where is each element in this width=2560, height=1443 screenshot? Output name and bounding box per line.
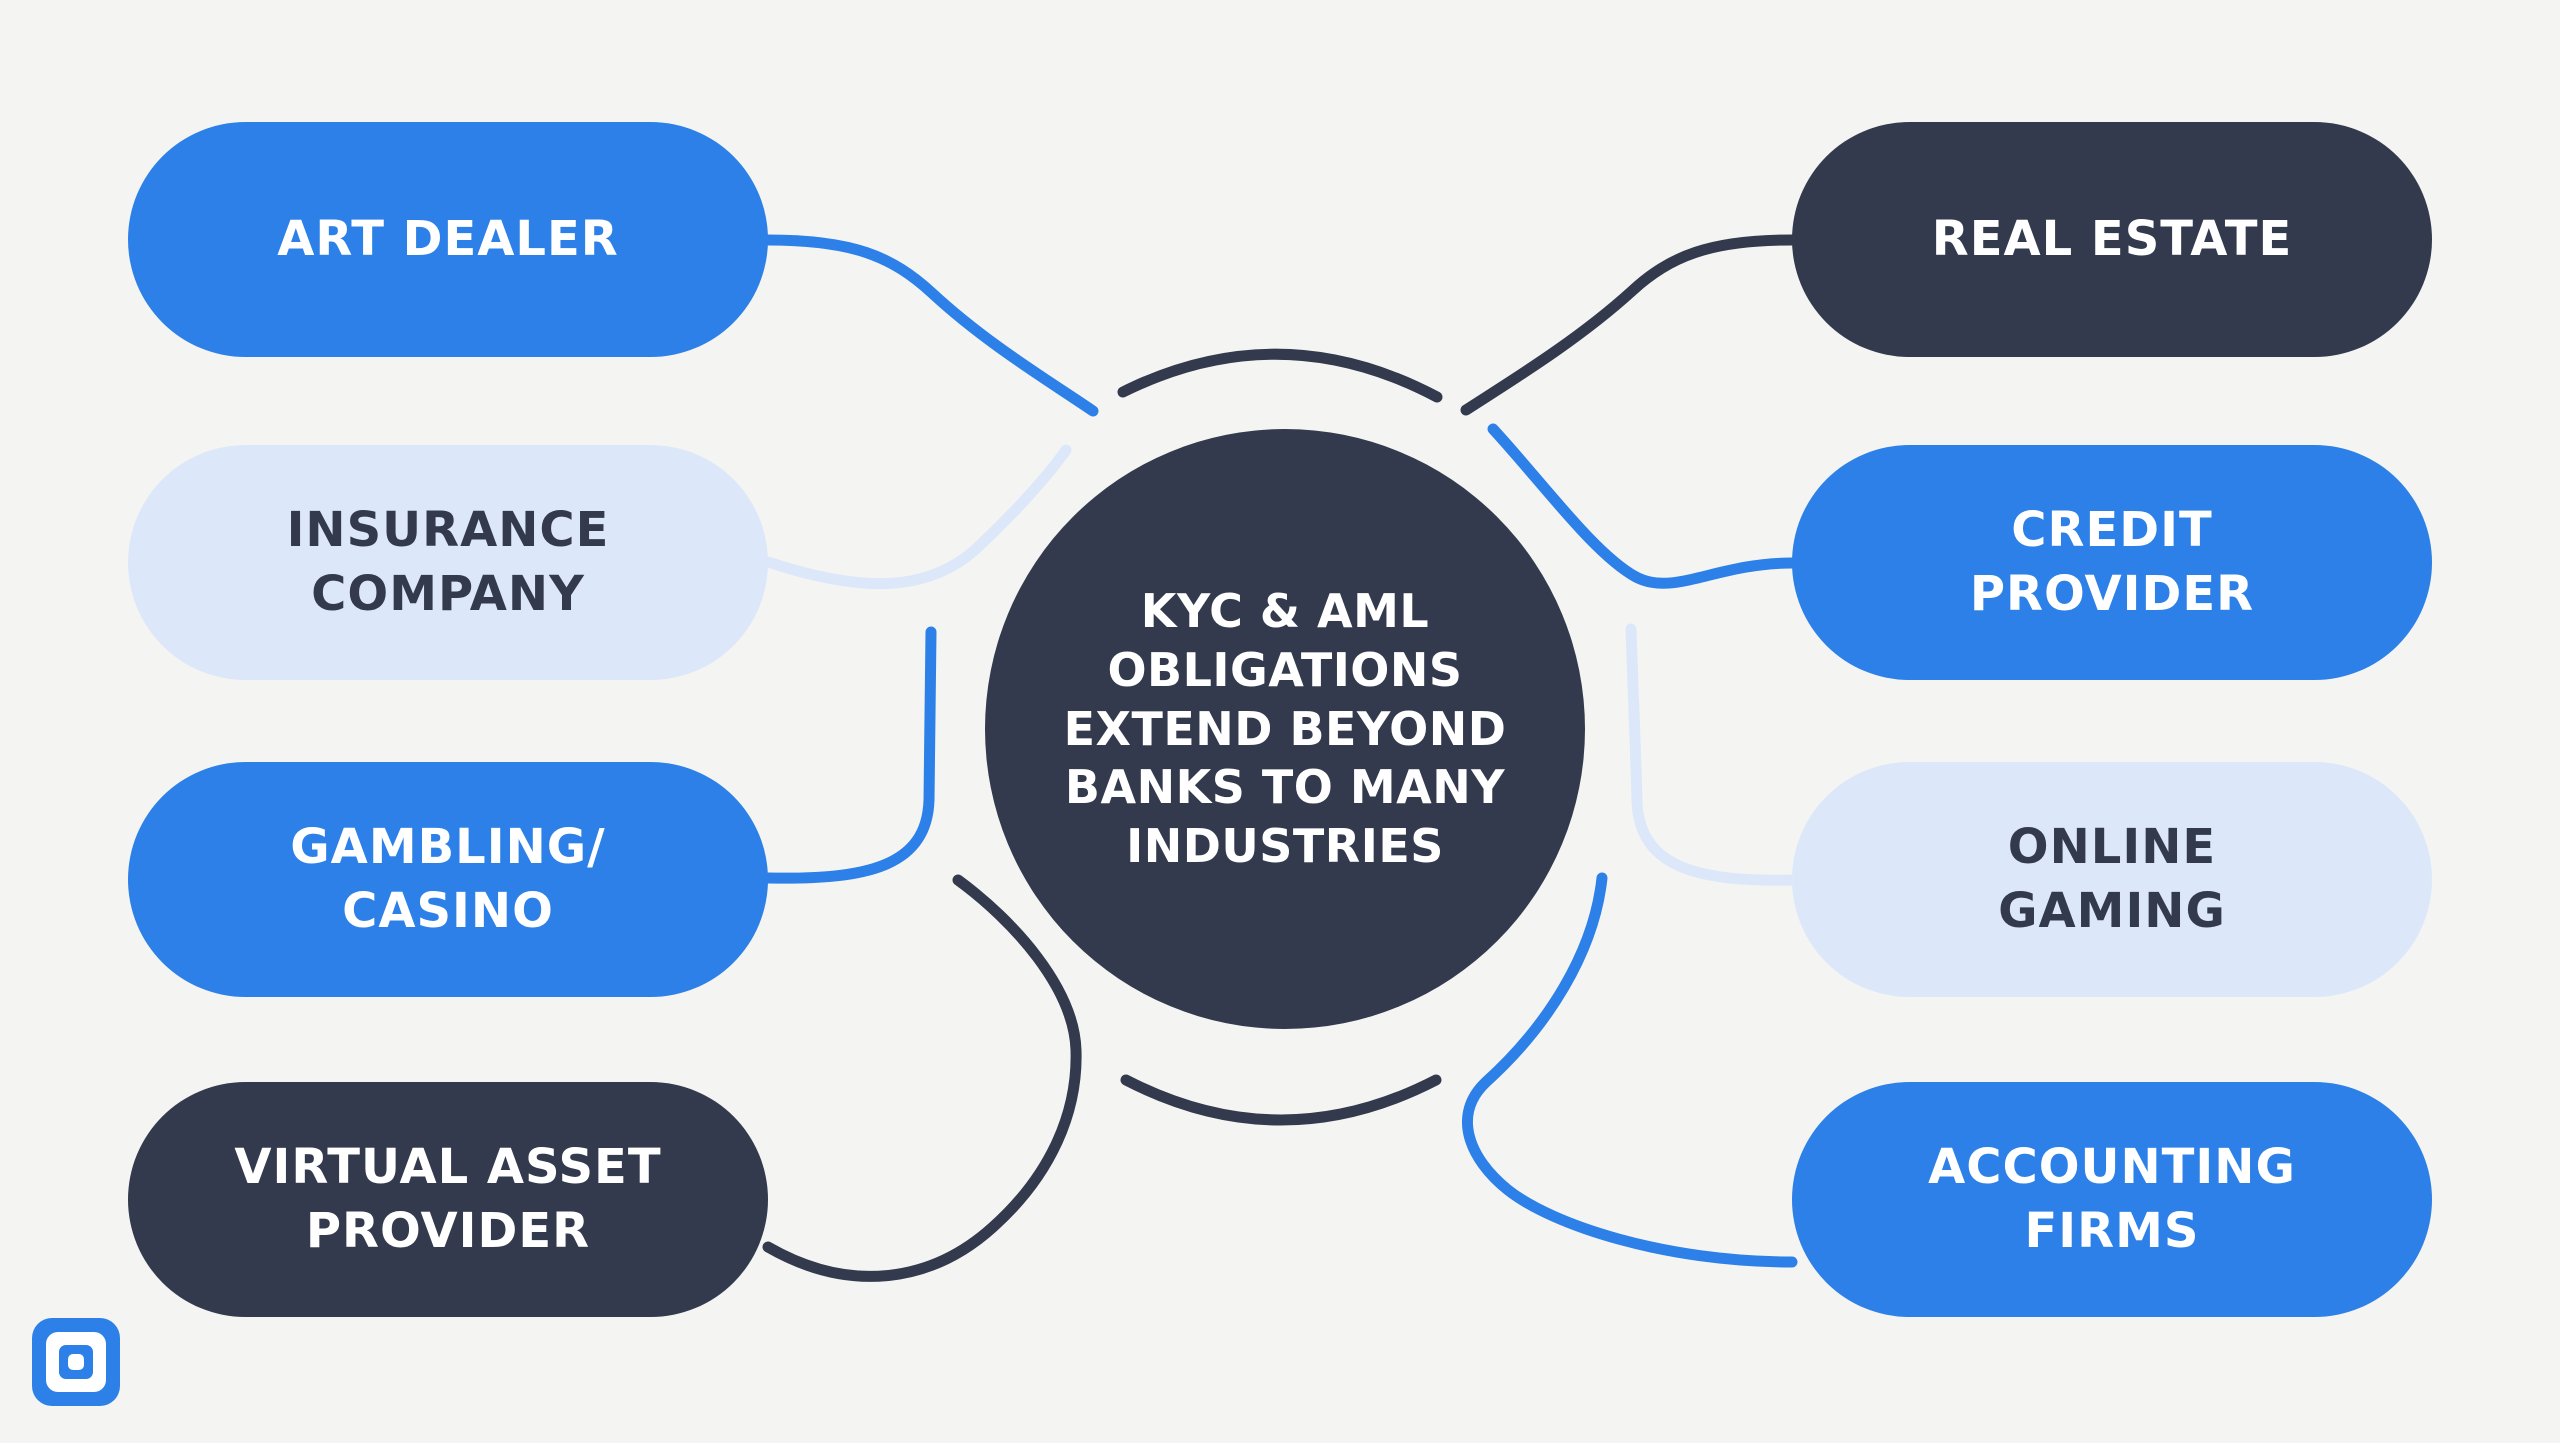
connector-real-estate — [1460, 234, 1798, 416]
node-label: VIRTUAL ASSET — [234, 1139, 662, 1196]
connector-credit-provider — [1487, 423, 1798, 589]
connector-accounting-firms — [1461, 872, 1798, 1268]
connector-online-gaming — [1625, 623, 1798, 886]
node-label: ONLINE — [2007, 819, 2217, 876]
node-label: FIRMS — [2024, 1202, 2200, 1259]
center-title-line: INDUSTRIES — [1126, 819, 1444, 874]
node-gambling-casino: GAMBLING/ CASINO — [128, 762, 768, 997]
node-accounting-firms: ACCOUNTING FIRMS — [1792, 1082, 2432, 1317]
node-label: REAL ESTATE — [1931, 210, 2293, 267]
node-art-dealer: ART DEALER — [128, 122, 768, 357]
center-title-line: EXTEND BEYOND — [1063, 701, 1507, 756]
connector-virtual-asset — [762, 874, 1082, 1282]
node-label: ACCOUNTING — [1928, 1139, 2296, 1196]
node-label: PROVIDER — [305, 1202, 591, 1259]
logo-inner-square — [59, 1345, 93, 1379]
node-label: ART DEALER — [277, 210, 619, 267]
node-virtual-asset-provider: VIRTUAL ASSET PROVIDER — [128, 1082, 768, 1317]
ring-arc-top — [1117, 348, 1443, 403]
node-label: INSURANCE — [286, 502, 610, 559]
center-title-line: BANKS TO MANY — [1064, 760, 1506, 815]
node-real-estate: REAL ESTATE — [1792, 122, 2432, 357]
logo-outer-ring — [46, 1332, 106, 1392]
node-label: COMPANY — [311, 565, 585, 622]
ring-arc-bottom — [1120, 1074, 1442, 1126]
node-label: GAMBLING/ — [290, 819, 606, 876]
connector-art-dealer — [762, 234, 1099, 417]
center-title-line: OBLIGATIONS — [1107, 642, 1463, 697]
connector-insurance-company — [762, 444, 1072, 590]
node-online-gaming: ONLINE GAMING — [1792, 762, 2432, 997]
node-label: GAMING — [1998, 882, 2226, 939]
node-credit-provider: CREDIT PROVIDER — [1792, 445, 2432, 680]
logo-center-dot — [68, 1354, 84, 1370]
brand-logo-icon — [32, 1318, 120, 1406]
center-title-line: KYC & AML — [1140, 583, 1430, 638]
connector-gambling-casino — [762, 626, 937, 884]
node-insurance-company: INSURANCE COMPANY — [128, 445, 768, 680]
center-circle: KYC & AML OBLIGATIONS EXTEND BEYOND BANK… — [985, 429, 1585, 1029]
node-label: PROVIDER — [1969, 565, 2255, 622]
node-label: CREDIT — [2011, 502, 2213, 559]
node-label: CASINO — [342, 882, 554, 939]
